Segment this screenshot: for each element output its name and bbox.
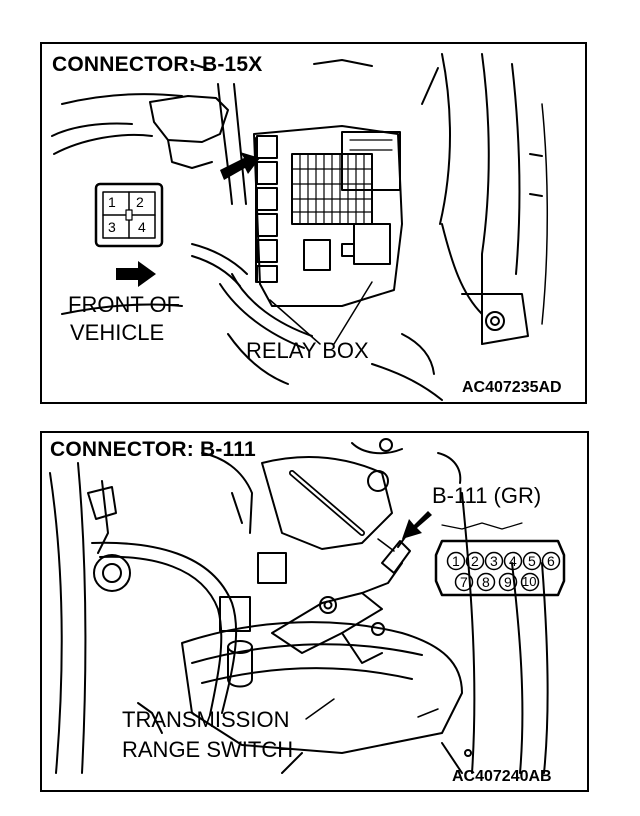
connector-label: B-111 (GR): [432, 483, 542, 508]
connector-pin: 1: [108, 194, 116, 210]
connector-pin: 1: [452, 553, 460, 569]
connector-pin: 2: [471, 553, 479, 569]
connector-diagram-b15x: CONNECTOR: B-15X 1 2 3 4 FRONT OF VEHICL…: [40, 42, 587, 404]
diagram-title: CONNECTOR: B-111: [50, 438, 256, 461]
front-of-vehicle-label: FRONT OF: [68, 292, 181, 317]
connector-diagram-b111: CONNECTOR: B-111 B-111 (GR) 1 2 3 4 5 6 …: [40, 431, 589, 792]
connector-pin: 3: [490, 553, 498, 569]
connector-pin: 4: [509, 553, 517, 569]
connector-pin: 10: [522, 574, 537, 589]
connector-pin: 6: [547, 553, 555, 569]
front-of-vehicle-label: VEHICLE: [70, 320, 165, 345]
connector-pin: 7: [460, 574, 468, 590]
transmission-illustration: [49, 438, 566, 774]
connector-pin: 9: [504, 574, 512, 590]
figure-code: AC407240AB: [452, 768, 552, 785]
connector-pin: 5: [528, 553, 536, 569]
relay-box-label: RELAY BOX: [246, 338, 369, 363]
transmission-range-switch-label: TRANSMISSION: [122, 707, 290, 732]
connector-pin: 3: [108, 219, 116, 235]
engine-bay-illustration: [51, 53, 549, 401]
diagram-title: CONNECTOR: B-15X: [52, 53, 263, 76]
transmission-range-switch-label: RANGE SWITCH: [122, 737, 294, 762]
connector-pin: 2: [136, 194, 144, 210]
figure-code: AC407235AD: [462, 379, 562, 396]
connector-pin: 8: [482, 574, 490, 590]
connector-pin: 4: [138, 219, 146, 235]
